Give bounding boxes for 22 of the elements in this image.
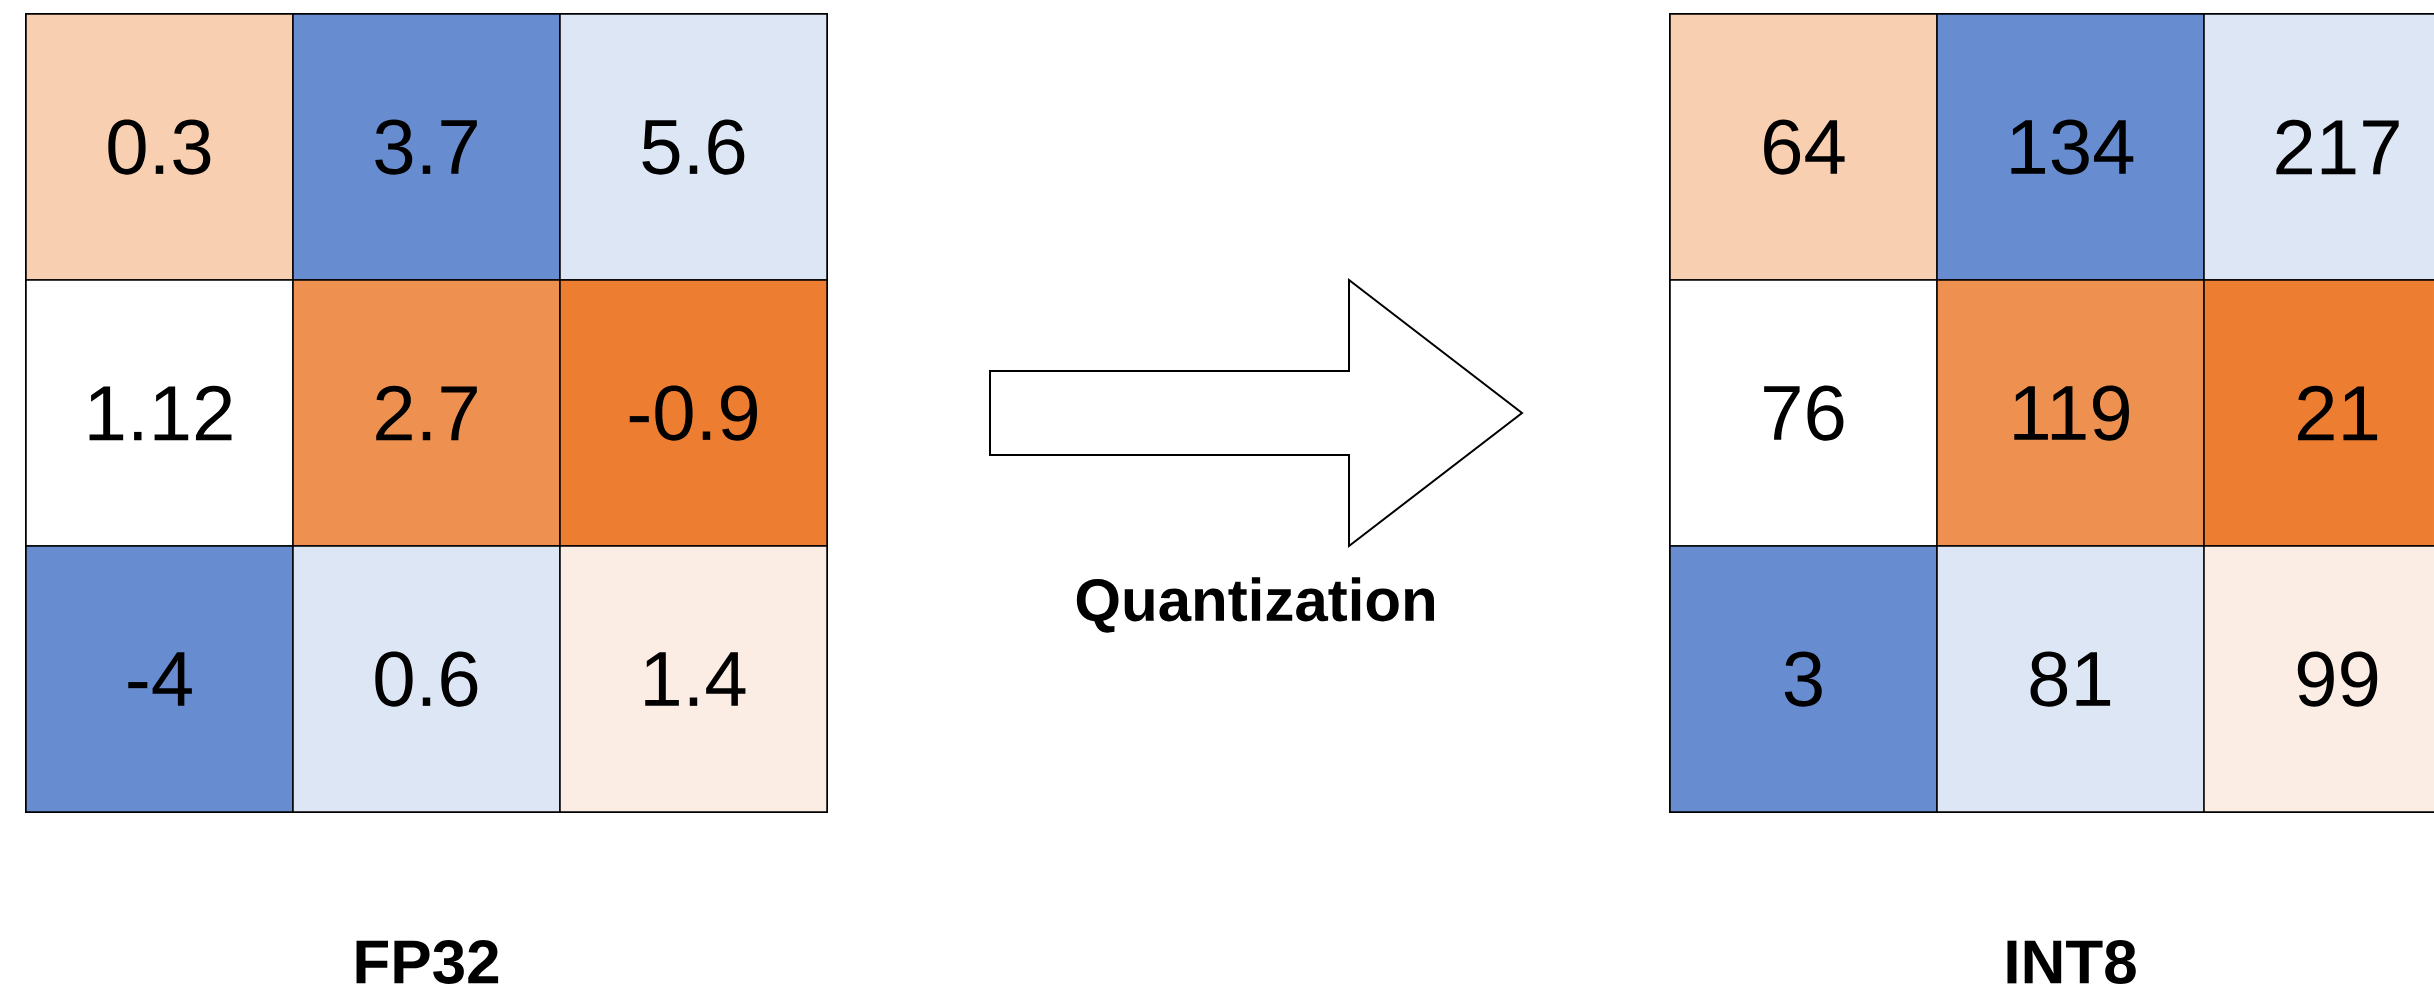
matrix-cell: -4 — [25, 545, 294, 813]
matrix-title: INT8 — [2007, 940, 2136, 984]
block-arrow — [989, 277, 1524, 549]
matrix-cell: 0.6 — [292, 545, 561, 813]
matrix-cell: 64 — [1669, 13, 1938, 281]
matrix-cell: 0.3 — [25, 13, 294, 281]
matrix-cell: 5.6 — [559, 13, 828, 281]
matrix-title: FP32 — [356, 940, 499, 984]
matrix-cell: 1.12 — [25, 279, 294, 547]
matrix-cell: 119 — [1936, 279, 2205, 547]
matrix-cell: 3 — [1669, 545, 1938, 813]
edge-label: Quantization — [1076, 577, 1434, 633]
matrix-cell: 99 — [2203, 545, 2434, 813]
matrix-cell: 76 — [1669, 279, 1938, 547]
matrix-cell: 217 — [2203, 13, 2434, 281]
matrix-cell: 134 — [1936, 13, 2205, 281]
matrix-cell: 21 — [2203, 279, 2434, 547]
matrix-cell: 1.4 — [559, 545, 828, 813]
matrix-cell: 2.7 — [292, 279, 561, 547]
matrix-cell: 3.7 — [292, 13, 561, 281]
matrix-cell: -0.9 — [559, 279, 828, 547]
matrix-cell: 81 — [1936, 545, 2205, 813]
